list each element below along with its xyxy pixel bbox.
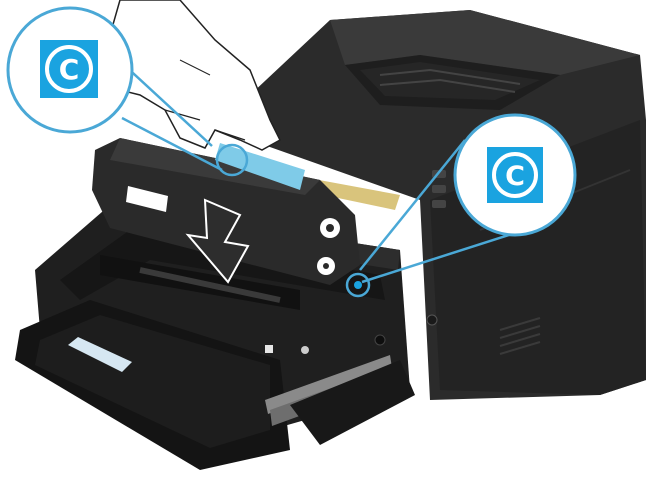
hand-icon — [99, 0, 281, 151]
callout-left: C — [6, 6, 249, 177]
callout-badge-left — [40, 40, 98, 98]
callout-letter-right: C — [505, 161, 525, 192]
drawer-label — [68, 337, 132, 372]
callout-badge-right — [487, 147, 543, 203]
insert-down-arrow-icon — [185, 198, 250, 284]
callout-right: C — [345, 113, 577, 298]
callout-letter-left: C — [59, 53, 80, 86]
cartridge-handle-label — [215, 143, 305, 190]
